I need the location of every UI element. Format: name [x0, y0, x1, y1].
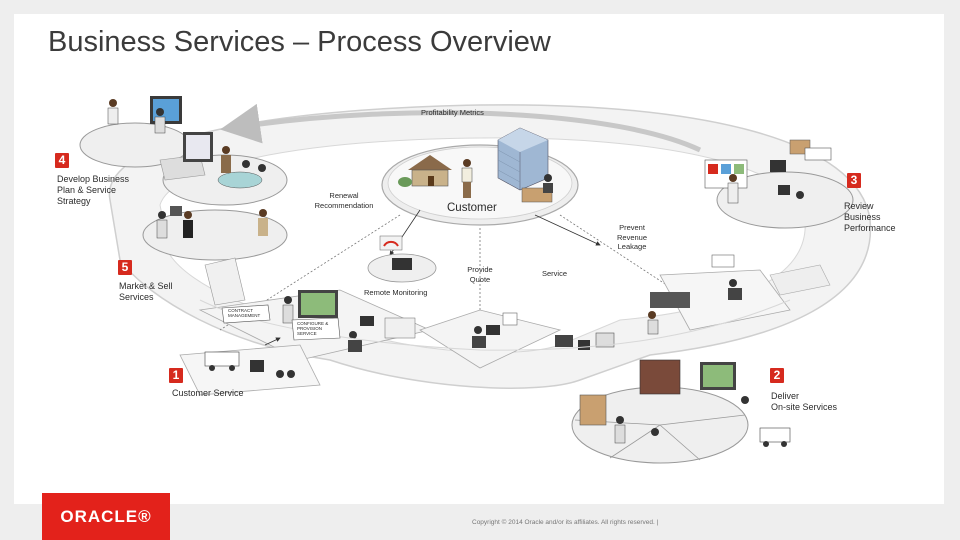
desk-worker-icon: [521, 174, 553, 203]
house-icon: [398, 155, 452, 187]
oracle-logo: ORACLE®: [42, 493, 170, 540]
platform-review-performance: [704, 139, 854, 229]
step-4-badge: 4: [55, 153, 69, 168]
office-building-icon: [497, 127, 549, 191]
platform-develop-plan: [79, 96, 288, 206]
platform-customer-service: [179, 337, 321, 396]
step-1-badge: 1: [169, 368, 183, 383]
process-band: [199, 299, 791, 351]
customer-person-icon: [461, 159, 473, 198]
step-1-label: Customer Service: [172, 388, 244, 398]
remote-monitoring-label: Remote Monitoring: [364, 288, 428, 297]
step-5-badge: 5: [118, 260, 132, 275]
platform-provide-quote: [419, 309, 562, 369]
step-2-badge: 2: [770, 368, 784, 383]
platform-market-sell: [142, 206, 288, 306]
profitability-metrics-label: Profitability Metrics: [421, 108, 484, 117]
page-title: Business Services – Process Overview: [48, 26, 551, 58]
profitability-arrow: [220, 103, 702, 153]
platform-deliver-onsite: [571, 359, 791, 464]
platform-service-right: [555, 254, 831, 350]
customer-label: Customer: [447, 202, 497, 214]
configure-provision-board: [291, 317, 341, 341]
service-label: Service: [542, 269, 568, 278]
renewal-dashboard-icon: [367, 235, 437, 283]
copyright-notice: Copyright © 2014 Oracle and/or its affil…: [472, 519, 659, 526]
contract-management-board: [221, 304, 271, 324]
step-3-badge: 3: [847, 173, 861, 188]
